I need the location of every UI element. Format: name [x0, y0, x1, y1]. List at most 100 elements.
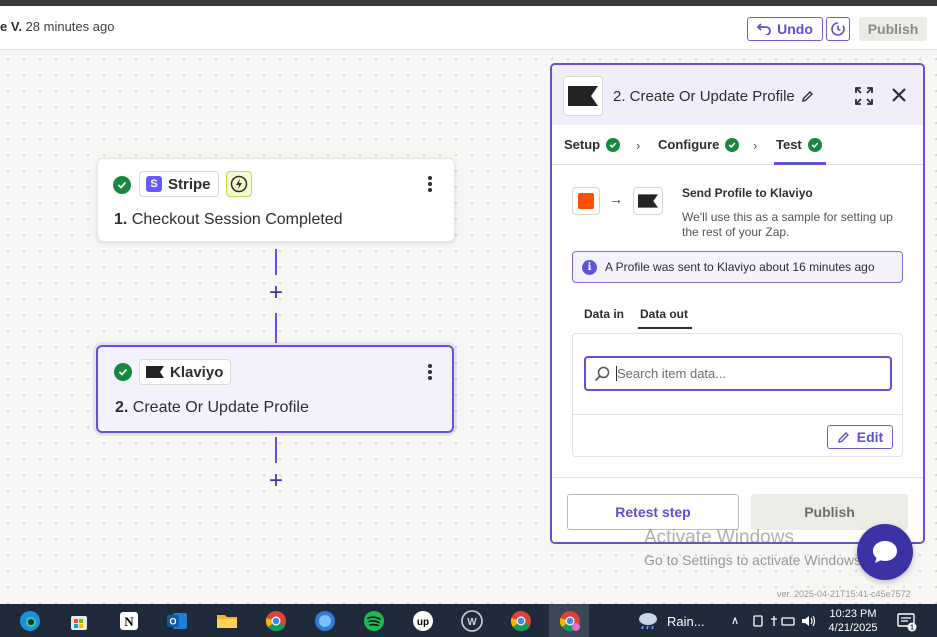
weather-text[interactable]: Rain...	[667, 614, 705, 629]
search-field[interactable]	[584, 356, 892, 391]
text-caret	[616, 366, 617, 381]
user-name: e V.	[0, 19, 22, 34]
expand-icon[interactable]	[854, 86, 874, 106]
trigger-bolt-icon	[226, 171, 252, 197]
step-menu-icon[interactable]	[425, 174, 435, 194]
connector-line	[275, 313, 277, 343]
data-out-box: Edit	[572, 333, 903, 457]
arrow-right-icon: →	[609, 191, 623, 207]
weather-rain-icon[interactable]	[636, 609, 660, 633]
activate-windows-title: Activate Windows	[644, 527, 794, 548]
file-explorer-icon[interactable]	[215, 609, 239, 633]
time-text: 10:23 PM	[829, 608, 877, 620]
version-label: ver. 2025-04-21T15:41-c45e7572	[777, 589, 911, 599]
success-check-icon	[807, 137, 822, 152]
step-card-trigger[interactable]: S Stripe 1. Checkout Session Completed	[97, 158, 455, 242]
active-data-tab-indicator	[638, 327, 692, 329]
klaviyo-logo-icon	[146, 366, 164, 378]
info-icon: i	[582, 259, 597, 275]
undo-label: Undo	[777, 21, 813, 37]
success-check-icon	[113, 176, 131, 194]
history-icon	[831, 22, 845, 36]
clock[interactable]: 10:23 PM 4/21/2025	[823, 607, 883, 635]
store-icon[interactable]	[67, 609, 91, 633]
save-status: e V. 28 minutes ago	[0, 19, 114, 34]
step-title: 2. Create Or Update Profile	[115, 399, 309, 416]
app-chip-klaviyo: Klaviyo	[139, 359, 232, 385]
search-icon	[594, 366, 610, 381]
spotify-icon[interactable]	[362, 609, 386, 633]
edit-button[interactable]: Edit	[827, 425, 893, 449]
editor-header: e V. 28 minutes ago Undo Publish	[0, 6, 937, 50]
panel-header: 2. Create Or Update Profile	[552, 65, 923, 125]
version-history-button[interactable]	[826, 17, 850, 41]
tab-setup[interactable]: Setup	[564, 137, 621, 152]
tray-icons[interactable]	[752, 609, 818, 633]
tab-data-in[interactable]: Data in	[584, 307, 625, 321]
chrome-profile-icon[interactable]	[509, 609, 533, 633]
add-step-button[interactable]: +	[268, 279, 283, 306]
add-step-button[interactable]: +	[268, 467, 283, 494]
svg-text:O: O	[169, 617, 176, 627]
notification-icon[interactable]: 1	[894, 609, 918, 633]
tab-test[interactable]: Test	[776, 137, 822, 152]
chrome-active-icon[interactable]	[558, 609, 582, 633]
active-tab-indicator	[774, 162, 826, 165]
pencil-icon	[837, 431, 849, 443]
notion-icon[interactable]: N	[117, 609, 141, 633]
outlook-icon[interactable]: O	[165, 609, 189, 633]
success-check-icon	[725, 137, 740, 152]
retest-step-button[interactable]: Retest step	[567, 494, 739, 530]
panel-tabs: Setup › Configure › Test	[552, 125, 923, 165]
svg-text:up: up	[417, 617, 429, 628]
connector-line	[275, 437, 277, 463]
panel-title[interactable]: 2. Create Or Update Profile	[613, 88, 814, 105]
app-name: Klaviyo	[170, 363, 224, 381]
step-menu-icon[interactable]	[425, 362, 435, 382]
app-name: Stripe	[168, 175, 211, 193]
send-title: Send Profile to Klaviyo	[682, 186, 813, 200]
send-description: We'll use this as a sample for setting u…	[682, 210, 893, 239]
pencil-icon[interactable]	[801, 90, 814, 103]
step-detail-panel: 2. Create Or Update Profile Setup › Conf…	[550, 63, 925, 544]
success-check-icon	[606, 137, 621, 152]
edge-icon[interactable]	[18, 609, 42, 633]
tab-data-out[interactable]: Data out	[640, 307, 688, 321]
chevron-right-icon: ›	[753, 138, 758, 153]
undo-button[interactable]: Undo	[747, 17, 823, 41]
svg-text:W: W	[467, 617, 477, 628]
window-top-strip	[0, 0, 937, 6]
stripe-logo-icon: S	[146, 176, 162, 192]
date-text: 4/21/2025	[828, 622, 878, 634]
step-title: 1. Checkout Session Completed	[114, 211, 343, 228]
publish-button-top[interactable]: Publish	[859, 17, 927, 41]
chat-icon	[873, 541, 897, 563]
browser-globe-icon[interactable]	[313, 609, 337, 633]
connector-line	[275, 249, 277, 275]
chat-support-button[interactable]	[857, 524, 913, 580]
chevron-up-icon[interactable]: ∧	[731, 615, 740, 627]
webflow-icon[interactable]: W	[460, 609, 484, 633]
zapier-app-icon	[572, 187, 600, 215]
last-saved-time: 28 minutes ago	[25, 19, 115, 34]
chevron-right-icon: ›	[636, 138, 641, 153]
undo-icon	[757, 23, 771, 35]
klaviyo-app-icon	[633, 187, 663, 215]
search-input[interactable]	[617, 366, 877, 381]
app-chip-stripe: S Stripe	[139, 171, 219, 197]
windows-taskbar: N O up W Rain... ∧ 10:23 PM 4/21/2025 1	[0, 604, 937, 637]
close-icon[interactable]	[890, 86, 908, 104]
info-message: A Profile was sent to Klaviyo about 16 m…	[605, 260, 875, 274]
step-card-action[interactable]: Klaviyo 2. Create Or Update Profile	[96, 345, 454, 433]
klaviyo-app-icon	[563, 76, 603, 116]
notification-count: 1	[910, 625, 914, 632]
tab-configure[interactable]: Configure	[658, 137, 740, 152]
divider	[573, 414, 902, 415]
chrome-icon[interactable]	[264, 609, 288, 633]
edit-label: Edit	[856, 429, 884, 445]
upwork-icon[interactable]: up	[411, 609, 435, 633]
activate-windows-hint: Go to Settings to activate Windows.	[644, 552, 865, 568]
svg-text:N: N	[124, 614, 134, 629]
success-check-icon	[114, 363, 132, 381]
info-banner: i A Profile was sent to Klaviyo about 16…	[572, 251, 903, 283]
